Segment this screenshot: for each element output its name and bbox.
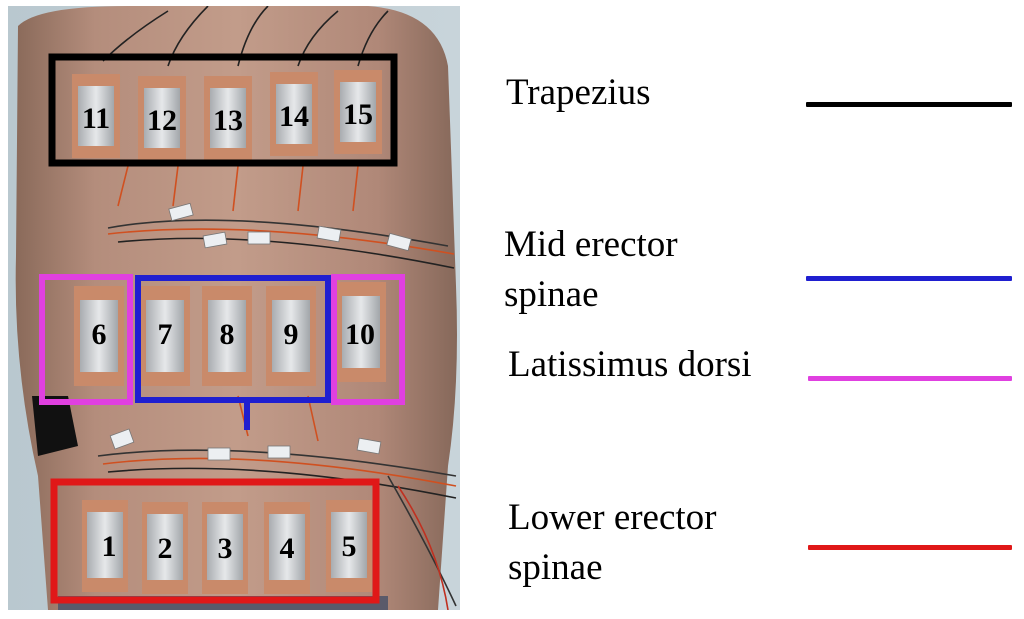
latissimus-left-group-box xyxy=(39,274,133,405)
legend-line-mid-erector xyxy=(806,276,1012,281)
mid-erector-group-box xyxy=(135,275,331,403)
electrode-pads xyxy=(72,70,386,594)
electrode-label-11: 11 xyxy=(82,102,110,135)
connector-tabs xyxy=(109,202,412,461)
electrode-label-5: 5 xyxy=(342,530,357,563)
electrode-label-8: 8 xyxy=(220,318,235,351)
legend-label-latissimus: Latissimus dorsi xyxy=(508,344,752,385)
legend-label-lower-erector-line2: spinae xyxy=(508,547,603,588)
electrode-label-15: 15 xyxy=(343,98,373,131)
legend-label-mid-erector-line2: spinae xyxy=(504,274,599,315)
electrode-label-1: 1 xyxy=(102,530,117,563)
electrode-label-2: 2 xyxy=(158,532,173,565)
electrode-label-6: 6 xyxy=(92,318,107,351)
legend-line-trapezius xyxy=(806,102,1012,107)
electrode-label-12: 12 xyxy=(147,104,177,137)
lower-erector-group-box xyxy=(50,478,380,604)
electrode-label-7: 7 xyxy=(158,318,173,351)
electrode-label-3: 3 xyxy=(218,532,233,565)
electrode-label-13: 13 xyxy=(213,104,243,137)
electrode-label-10: 10 xyxy=(345,318,375,351)
trapezius-group-box xyxy=(48,53,398,167)
legend-label-lower-erector-line1: Lower erector xyxy=(508,497,717,538)
legend-line-lower-erector xyxy=(808,545,1012,550)
legend-line-latissimus xyxy=(808,376,1012,381)
latissimus-right-group-box xyxy=(331,274,405,405)
clothing-dark xyxy=(32,396,78,456)
legend-label-mid-erector-line1: Mid erector xyxy=(504,224,678,265)
back-electrode-photo: 11 12 13 14 15 6 7 8 9 10 1 2 3 4 5 xyxy=(8,6,460,610)
mid-erector-connector xyxy=(244,400,250,430)
electrode-label-4: 4 xyxy=(280,532,295,565)
electrode-label-14: 14 xyxy=(279,100,309,133)
electrode-label-9: 9 xyxy=(284,318,299,351)
legend-label-trapezius: Trapezius xyxy=(506,72,651,113)
